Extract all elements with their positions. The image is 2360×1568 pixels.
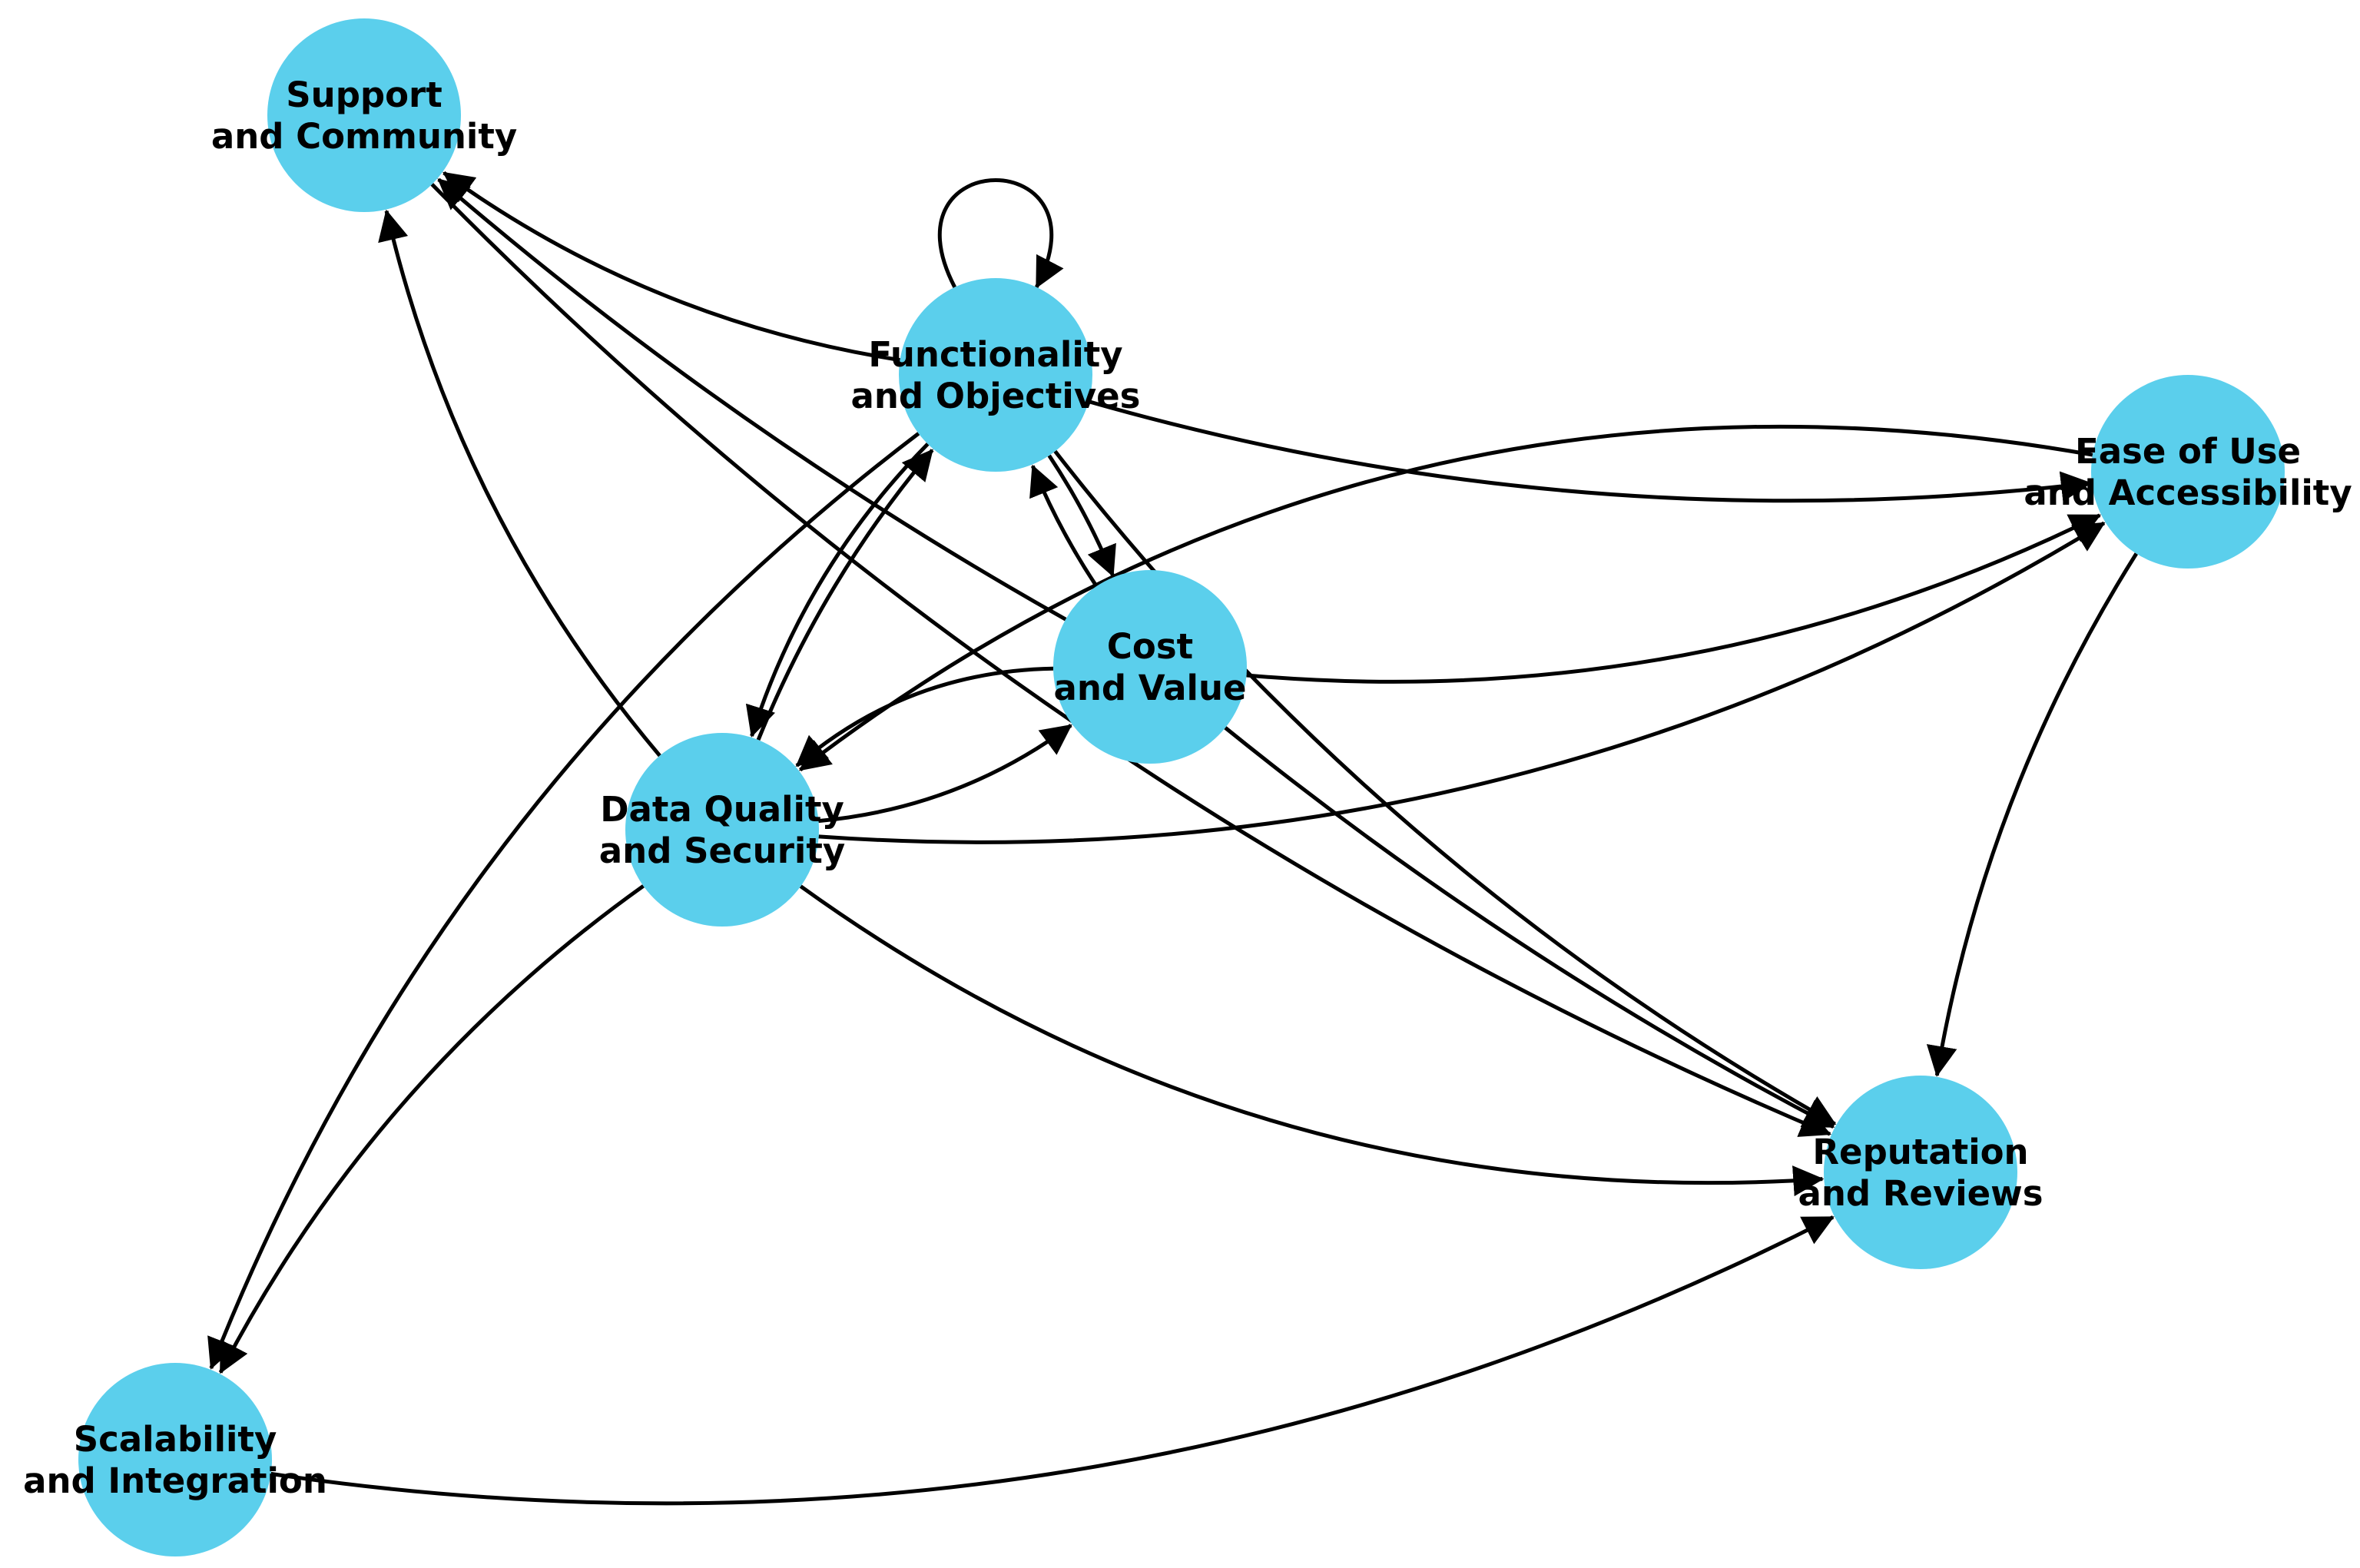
node-circle-ease[interactable] — [2091, 375, 2285, 569]
node-label-functionality-line-1: and Objectives — [851, 376, 1141, 416]
edge-cost-to-functionality — [1029, 464, 1099, 588]
edge-functionality-to-dataq — [745, 443, 930, 738]
edge-dataq-to-cost — [818, 724, 1072, 824]
node-label-support-line-1: and Community — [211, 116, 517, 157]
node-circle-scalability[interactable] — [78, 1363, 272, 1556]
edge-dataq-to-reputation — [799, 884, 1825, 1197]
node-label-cost-line-1: and Value — [1054, 668, 1247, 708]
node-label-functionality-line-0: Functionality — [868, 334, 1122, 375]
edge-cost-to-support — [437, 177, 1067, 622]
edge-dataq-to-scalability — [218, 884, 645, 1374]
node-label-ease-line-0: Ease of Use — [2075, 431, 2301, 472]
node-circle-dataq[interactable] — [625, 733, 819, 927]
edge-cost-to-dataq — [795, 666, 1054, 767]
node-label-scalability-line-0: Scalability — [74, 1419, 277, 1460]
edge-ease-to-dataq — [798, 424, 2093, 772]
node-circle-functionality[interactable] — [899, 278, 1092, 472]
edge-dataq-to-support — [378, 209, 661, 757]
node-circle-support[interactable] — [267, 18, 461, 212]
node-label-reputation-line-1: and Reviews — [1798, 1173, 2043, 1214]
edge-scalability-to-reputation — [270, 1215, 1835, 1506]
edge-functionality-to-ease — [1088, 399, 2092, 503]
edge-ease-to-reputation — [1926, 552, 2138, 1077]
node-label-cost-line-0: Cost — [1107, 626, 1193, 667]
node-label-ease-line-1: and Accessibility — [2024, 472, 2352, 513]
node-label-dataq-line-1: and Security — [599, 830, 845, 871]
edge-dataq-to-ease — [818, 521, 2106, 844]
edges-layer — [207, 171, 2138, 1506]
edge-functionality-to-scalability — [207, 432, 920, 1370]
edge-functionality-to-support — [442, 171, 900, 363]
edge-functionality-to-functionality — [937, 178, 1064, 289]
node-circle-reputation[interactable] — [1824, 1076, 2017, 1269]
node-circle-cost[interactable] — [1053, 570, 1247, 764]
edge-functionality-to-cost — [1047, 454, 1116, 578]
node-label-scalability-line-1: and Integration — [23, 1460, 327, 1501]
edge-cost-to-ease — [1246, 513, 2102, 684]
node-label-support-line-0: Support — [286, 75, 442, 115]
edge-cost-to-reputation — [1224, 726, 1835, 1129]
node-label-dataq-line-0: Data Quality — [600, 789, 844, 830]
edge-dataq-to-functionality — [756, 449, 934, 741]
node-label-reputation-line-0: Reputation — [1812, 1132, 2028, 1172]
